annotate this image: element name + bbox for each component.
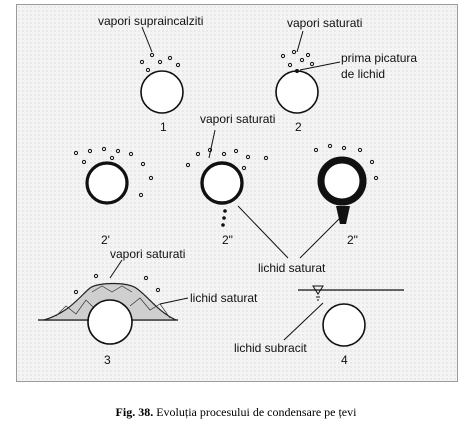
label-vapori-saturati-3: vapori saturati <box>110 247 185 261</box>
vapor-dots-stage-2c <box>313 143 379 181</box>
leader-vapori-saturati-1 <box>296 30 304 53</box>
label-vapori-saturati-2: vapori saturati <box>200 112 275 126</box>
leader-vapori-supraincalziti <box>141 26 153 53</box>
tube-stage-2b <box>200 161 244 205</box>
tube-stage-1 <box>140 70 184 114</box>
label-vapori-saturati-1: vapori saturati <box>287 16 362 30</box>
stage-number-2a: 2' <box>101 233 110 247</box>
leader-vapori-saturati-3 <box>109 259 123 279</box>
label-lichid-subracit: lichid subracit <box>234 341 307 355</box>
figure-caption-text: Evoluția procesului de condensare pe țev… <box>156 405 357 419</box>
tube-stage-2c <box>317 156 367 206</box>
figure-number: Fig. 38. <box>115 405 154 419</box>
first-droplet <box>295 69 299 73</box>
tube-stage-4 <box>322 303 366 347</box>
leader-prima-picatura <box>299 61 341 71</box>
vapor-dots-stage-1 <box>139 52 181 73</box>
leader-lichid-saturat-right <box>159 297 189 305</box>
label-vapori-supraincalziti: vapori supraincalziti <box>98 14 203 28</box>
label-lichid-saturat-center: lichid saturat <box>258 261 326 275</box>
stage-number-1: 1 <box>160 120 167 134</box>
label-prima-picatura-line2: de lichid <box>341 67 385 81</box>
tube-stage-2 <box>275 70 319 114</box>
leader-lichid-subracit <box>283 302 324 341</box>
figure-caption: Fig. 38. Evoluția procesului de condensa… <box>0 405 472 420</box>
tube-stage-3 <box>87 299 133 345</box>
label-lichid-saturat-right: lichid saturat <box>190 291 258 305</box>
vapor-dots-stage-2 <box>280 49 315 68</box>
stage-number-2b: 2" <box>222 233 233 247</box>
vapor-dots-stage-2a <box>73 146 154 198</box>
vapor-dots-stage-3 <box>73 273 161 295</box>
leader-lichid-saturat-a <box>237 205 289 259</box>
level-marker-triangle <box>312 285 324 295</box>
label-prima-picatura-line1: prima picatura <box>341 51 417 65</box>
stage-number-4: 4 <box>341 353 348 367</box>
stage-number-3: 3 <box>104 353 111 367</box>
liquid-texture-stage-3 <box>55 285 171 319</box>
dripping-drops-stage-2b <box>221 209 227 227</box>
leader-vapori-saturati-2 <box>208 129 216 159</box>
tube-stage-2a <box>85 161 129 205</box>
stage-number-2: 2 <box>295 120 302 134</box>
leader-lichid-saturat-b <box>299 214 344 259</box>
stage-number-2c: 2" <box>347 233 358 247</box>
